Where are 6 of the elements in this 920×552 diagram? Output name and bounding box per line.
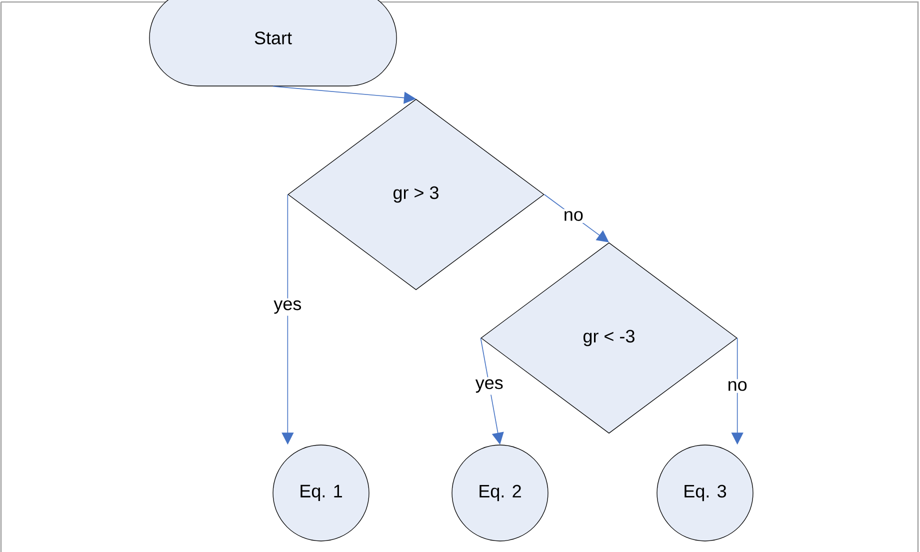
edge-label: yes (473, 377, 506, 395)
edge-label: yes (272, 298, 304, 316)
edge-label: no (725, 379, 750, 393)
terminator-box: Start (149, 0, 397, 86)
arrow (272, 86, 416, 104)
edge-label: no (561, 209, 586, 223)
